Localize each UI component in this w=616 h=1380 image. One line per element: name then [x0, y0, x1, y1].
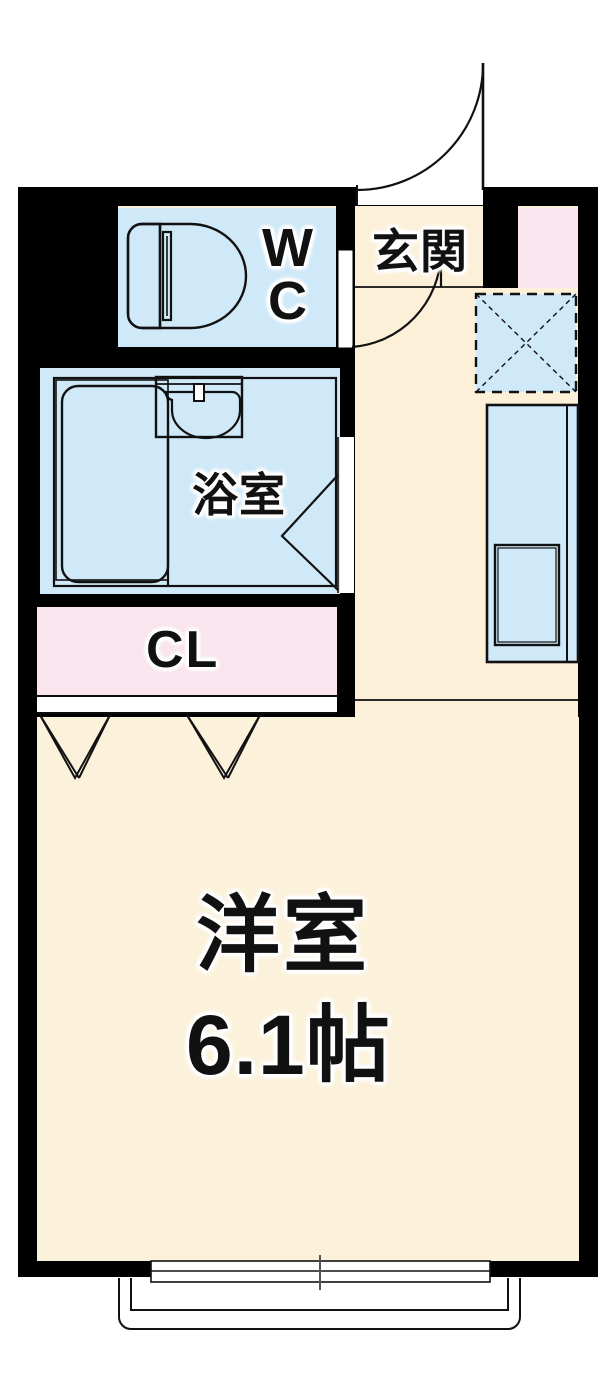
- veranda-window: [150, 1255, 491, 1290]
- wc-room: [37, 206, 355, 365]
- entry-door-swing: [356, 62, 485, 206]
- kitchen-unit: [485, 403, 580, 664]
- balcony: [118, 1278, 521, 1330]
- closet-cl: [37, 597, 355, 781]
- bath-room: [37, 365, 355, 597]
- wc-door: [338, 250, 443, 349]
- shoe-box: [518, 208, 578, 288]
- entrance-area: [355, 187, 598, 717]
- toilet-icon: [126, 222, 248, 330]
- washer-space: [474, 292, 578, 394]
